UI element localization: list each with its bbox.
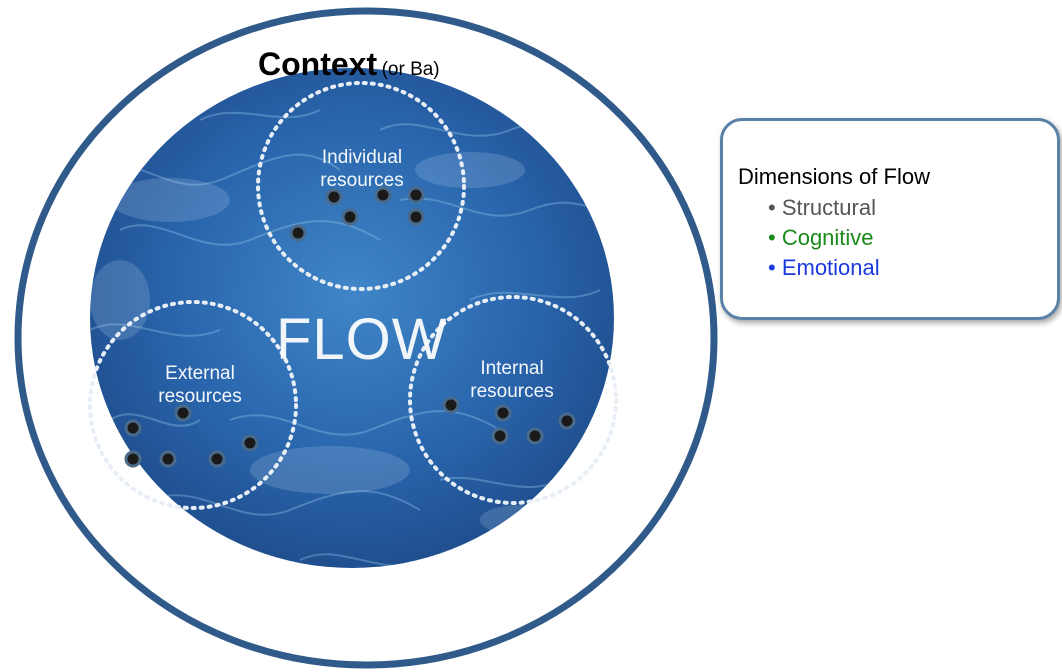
legend-item-structural: • Structural <box>768 195 876 220</box>
internal-resources-circle <box>408 295 618 505</box>
dimensions-legend: Dimensions of Flow • Structural • Cognit… <box>720 118 1060 320</box>
internal-resources-label: Internal resources <box>470 358 554 402</box>
individual-resource-dot <box>407 208 425 226</box>
legend-item-emotional: • Emotional <box>768 255 880 280</box>
legend-title: Dimensions of Flow <box>738 164 930 189</box>
context-title-main: Context <box>258 46 378 82</box>
context-title: Context (or Ba) <box>258 46 440 83</box>
external-resource-dot <box>124 419 142 437</box>
flow-label: FLOW <box>276 307 448 372</box>
context-title-sub: (or Ba) <box>381 59 440 80</box>
external-resource-dot <box>159 450 177 468</box>
external-resource-dot <box>124 450 142 468</box>
external-resource-dot <box>174 404 192 422</box>
individual-resources-label: Individual resources <box>320 147 404 191</box>
individual-resource-dot <box>341 208 359 226</box>
individual-resource-dot <box>374 186 392 204</box>
internal-resource-dot <box>558 412 576 430</box>
external-resource-dot <box>241 434 259 452</box>
internal-resource-dot <box>442 396 460 414</box>
water-pool <box>90 68 614 568</box>
external-resources-circle <box>88 300 298 510</box>
external-resources-label: External resources <box>158 363 242 407</box>
individual-resource-dot <box>325 188 343 206</box>
internal-resource-dot <box>526 427 544 445</box>
external-resource-dot <box>208 450 226 468</box>
individual-resources-circle <box>256 81 466 291</box>
individual-resource-dot <box>289 224 307 242</box>
internal-resource-dot <box>491 427 509 445</box>
legend-item-cognitive: • Cognitive <box>768 225 874 250</box>
individual-resource-dot <box>407 186 425 204</box>
internal-resource-dot <box>494 404 512 422</box>
